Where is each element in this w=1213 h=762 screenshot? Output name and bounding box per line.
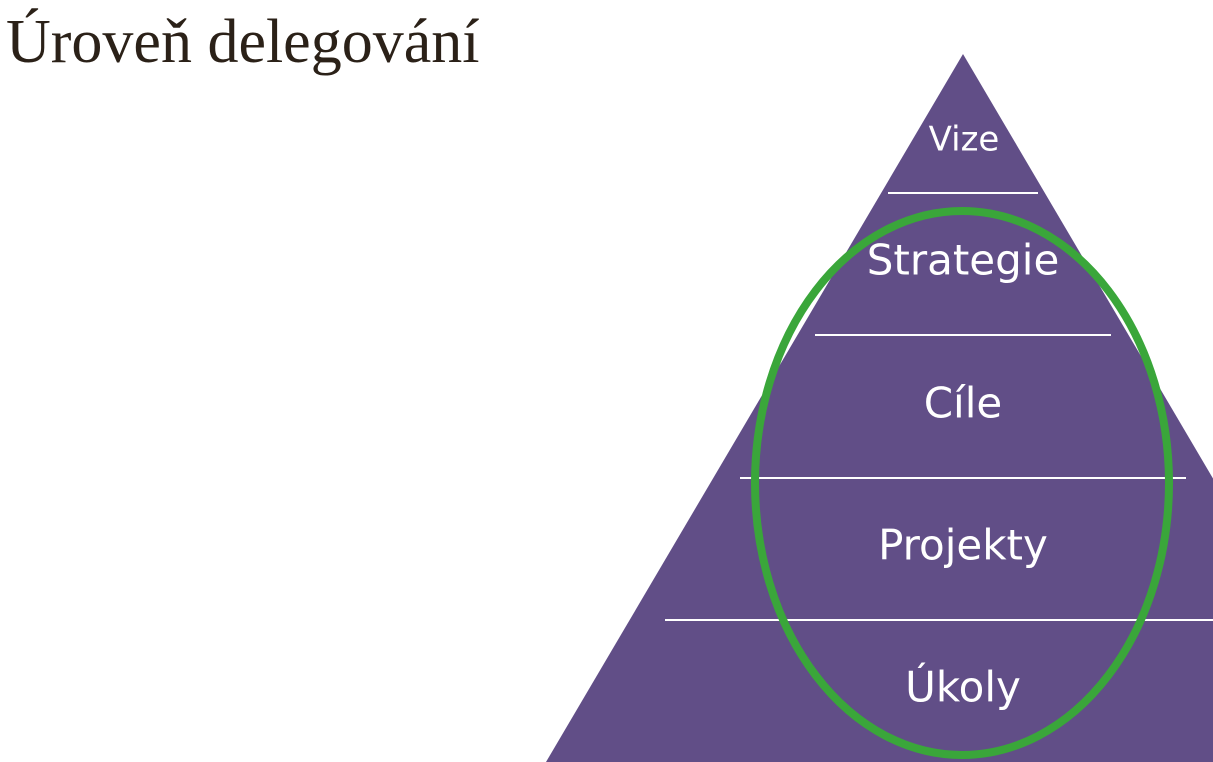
pyramid-shape	[546, 54, 1213, 762]
slide-title: Úroveň delegování	[6, 8, 480, 76]
level-label-ukoly: Úkoly	[905, 662, 1021, 712]
highlight-ellipse	[751, 207, 1173, 759]
level-label-projekty: Projekty	[878, 521, 1048, 570]
level-label-cile: Cíle	[924, 379, 1003, 428]
level-label-strategie: Strategie	[867, 236, 1060, 285]
level-label-vize: Vize	[929, 120, 1000, 160]
level-dividers	[665, 192, 1213, 621]
